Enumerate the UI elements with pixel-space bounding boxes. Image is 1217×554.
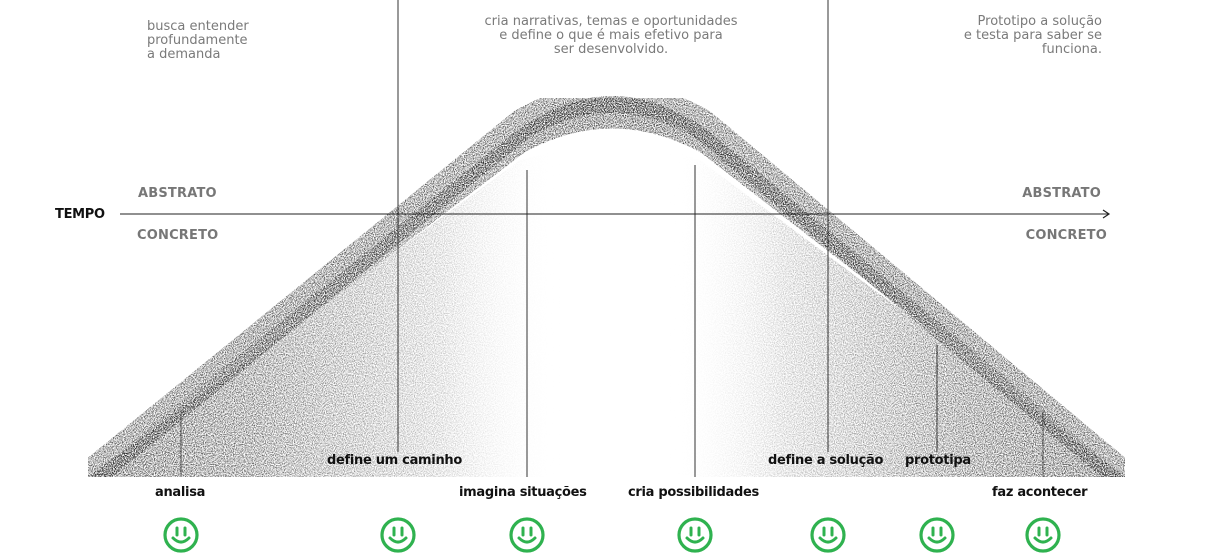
phase-description-line: ser desenvolvido. (553, 42, 669, 57)
phase-description-line: a demanda (147, 47, 221, 62)
phase-description-right: Prototipo a solução e testa para saber s… (842, 15, 1102, 57)
time-axis-arrowhead (1102, 209, 1111, 219)
step-imagina: imagina situações (459, 485, 587, 500)
time-axis-label: TEMPO (55, 207, 105, 222)
smiley-icon (163, 517, 199, 553)
concrete-label-right: CONCRETO (1025, 228, 1107, 243)
abstract-label-right: ABSTRATO (1022, 186, 1101, 201)
phase-description-line: busca entender (147, 19, 249, 34)
phase-description-line: profundamente (147, 33, 248, 48)
phase-description-line: funciona. (1041, 42, 1102, 57)
smiley-icon (1025, 517, 1061, 553)
phase-description-line: e define o que é mais efetivo para (499, 28, 723, 43)
smiley-icon (810, 517, 846, 553)
phase-description-line: e testa para saber se (963, 28, 1102, 43)
concrete-label-left: CONCRETO (137, 228, 219, 243)
phase-description-line: cria narrativas, temas e oportunidades (484, 14, 738, 29)
abstract-label-left: ABSTRATO (138, 186, 217, 201)
phase-description-center: cria narrativas, temas e oportunidades e… (446, 15, 776, 57)
curve-outer-edge (78, 83, 1135, 489)
step-cria: cria possibilidades (628, 485, 759, 500)
step-prototipa: prototipa (905, 453, 971, 468)
smiley-icon (677, 517, 713, 553)
phase-description-line: Prototipo a solução (977, 14, 1102, 29)
step-define-solucao: define a solução (768, 453, 884, 468)
smiley-icon (380, 517, 416, 553)
step-analisa: analisa (155, 485, 206, 500)
grainy-fill-group (88, 96, 1125, 477)
phase-dividers (180, 0, 1044, 477)
step-define-caminho: define um caminho (327, 453, 462, 468)
smiley-icon (509, 517, 545, 553)
phase-description-left: busca entender profundamente a demanda (147, 20, 249, 62)
step-faz: faz acontecer (992, 485, 1088, 500)
smiley-icon (919, 517, 955, 553)
